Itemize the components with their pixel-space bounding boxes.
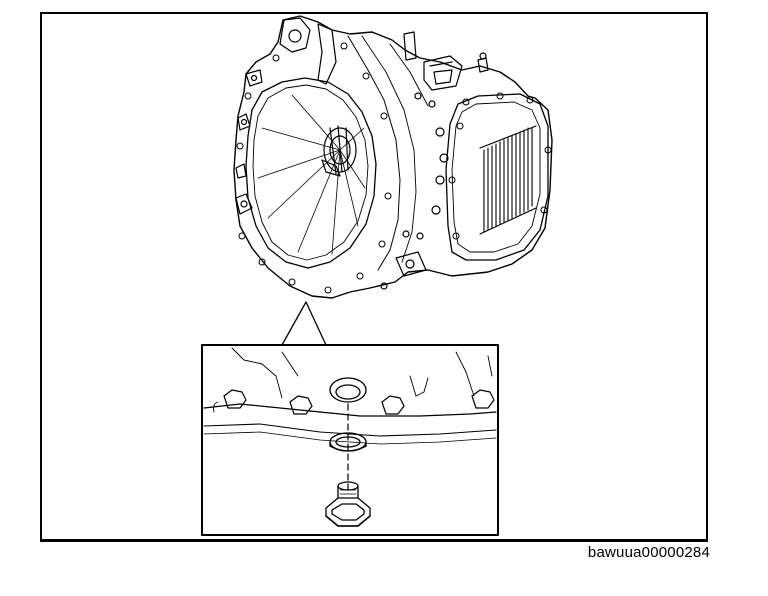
drain-hole <box>329 377 367 403</box>
flange-bolt <box>213 389 495 415</box>
figure-code: bawuua00000284 <box>587 544 710 561</box>
drain-plug-detail <box>201 344 499 536</box>
gasket-icon <box>329 432 367 452</box>
drain-plug-icon <box>325 481 371 527</box>
transaxle-body <box>233 15 553 299</box>
detail-callout-pointer <box>281 301 327 346</box>
